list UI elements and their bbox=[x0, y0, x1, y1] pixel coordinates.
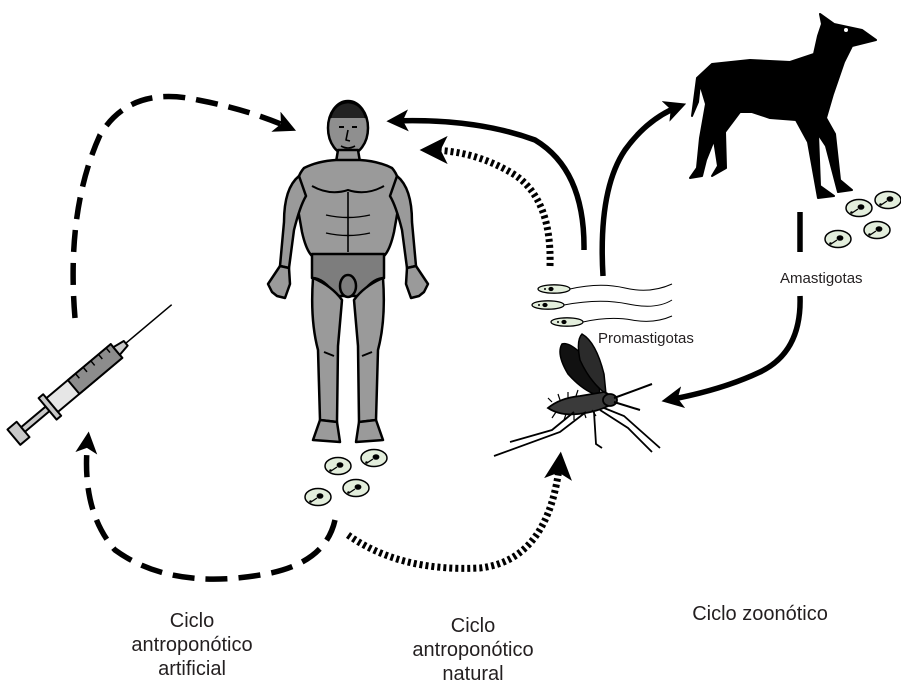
caption-natural-cycle: Ciclo antroponótico natural bbox=[398, 614, 548, 686]
amastigote-cell-icon bbox=[846, 200, 872, 217]
arrow-injection-to-human bbox=[73, 97, 290, 318]
caption-natural-line-3: natural bbox=[398, 662, 548, 686]
caption-natural-line-1: Ciclo bbox=[398, 614, 548, 638]
promastigote-cell-icon bbox=[532, 300, 672, 309]
promastigote-group bbox=[532, 284, 672, 326]
human-figure-icon bbox=[268, 101, 428, 442]
caption-artificial-cycle: Ciclo antroponótico artificial bbox=[122, 609, 262, 681]
caption-artificial-line-3: artificial bbox=[122, 657, 262, 681]
caption-artificial-line-1: Ciclo bbox=[122, 609, 262, 633]
amastigote-cell-icon bbox=[325, 458, 351, 475]
amastigote-cluster-dog bbox=[825, 192, 901, 248]
arrow-sandfly-to-human-natural bbox=[428, 150, 550, 266]
arrow-dog-to-sandfly bbox=[668, 296, 800, 400]
sandfly-icon bbox=[494, 334, 660, 456]
amastigote-cell-icon bbox=[864, 222, 890, 239]
promastigote-cell-icon bbox=[551, 316, 672, 326]
amastigote-cell-icon bbox=[361, 450, 387, 467]
arrow-human-to-sandfly bbox=[348, 460, 560, 568]
amastigote-cell-icon bbox=[875, 192, 901, 209]
promastigote-cell-icon bbox=[538, 284, 672, 293]
amastigote-cluster-human bbox=[305, 450, 387, 506]
amastigote-cell-icon bbox=[305, 489, 331, 506]
amastigote-cell-icon bbox=[343, 480, 369, 497]
arrow-human-to-syringe bbox=[87, 438, 335, 579]
caption-artificial-line-2: antroponótico bbox=[122, 633, 262, 657]
arrow-sandfly-to-human-zoonotic bbox=[393, 121, 584, 250]
amastigotas-label: Amastigotas bbox=[780, 270, 863, 287]
syringe-icon bbox=[5, 294, 181, 448]
caption-natural-line-2: antroponótico bbox=[398, 638, 548, 662]
promastigotas-label: Promastigotas bbox=[598, 330, 694, 347]
arrow-sandfly-to-dog bbox=[602, 106, 680, 276]
dog-silhouette-icon bbox=[690, 14, 876, 198]
amastigote-cell-icon bbox=[825, 231, 851, 248]
caption-zoonotic-cycle: Ciclo zoonótico bbox=[660, 602, 860, 626]
